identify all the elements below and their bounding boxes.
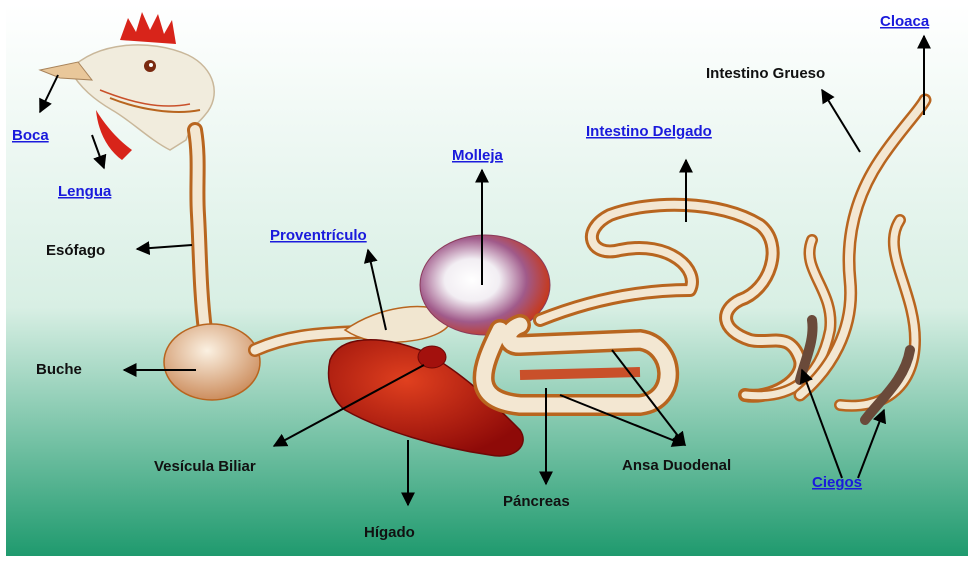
label-buche: Buche	[36, 361, 82, 378]
gizzard-illustration	[420, 235, 550, 335]
label-higado: Hígado	[364, 524, 415, 541]
label-cloaca[interactable]: Cloaca	[880, 13, 930, 30]
label-intestino-delgado[interactable]: Intestino Delgado	[586, 123, 712, 140]
label-boca[interactable]: Boca	[12, 127, 49, 144]
crop-illustration	[164, 324, 260, 400]
label-intestino-grueso: Intestino Grueso	[706, 65, 825, 82]
label-ciegos[interactable]: Ciegos	[812, 474, 862, 491]
label-lengua[interactable]: Lengua	[58, 183, 112, 200]
label-esofago: Esófago	[46, 242, 105, 259]
label-proventriculo[interactable]: Proventrículo	[270, 227, 367, 244]
label-vesicula-biliar: Vesícula Biliar	[154, 458, 256, 475]
gall-bladder-illustration	[418, 346, 446, 368]
label-molleja[interactable]: Molleja	[452, 147, 504, 164]
label-pancreas: Páncreas	[503, 493, 570, 510]
label-ansa-duodenal: Ansa Duodenal	[622, 457, 731, 474]
